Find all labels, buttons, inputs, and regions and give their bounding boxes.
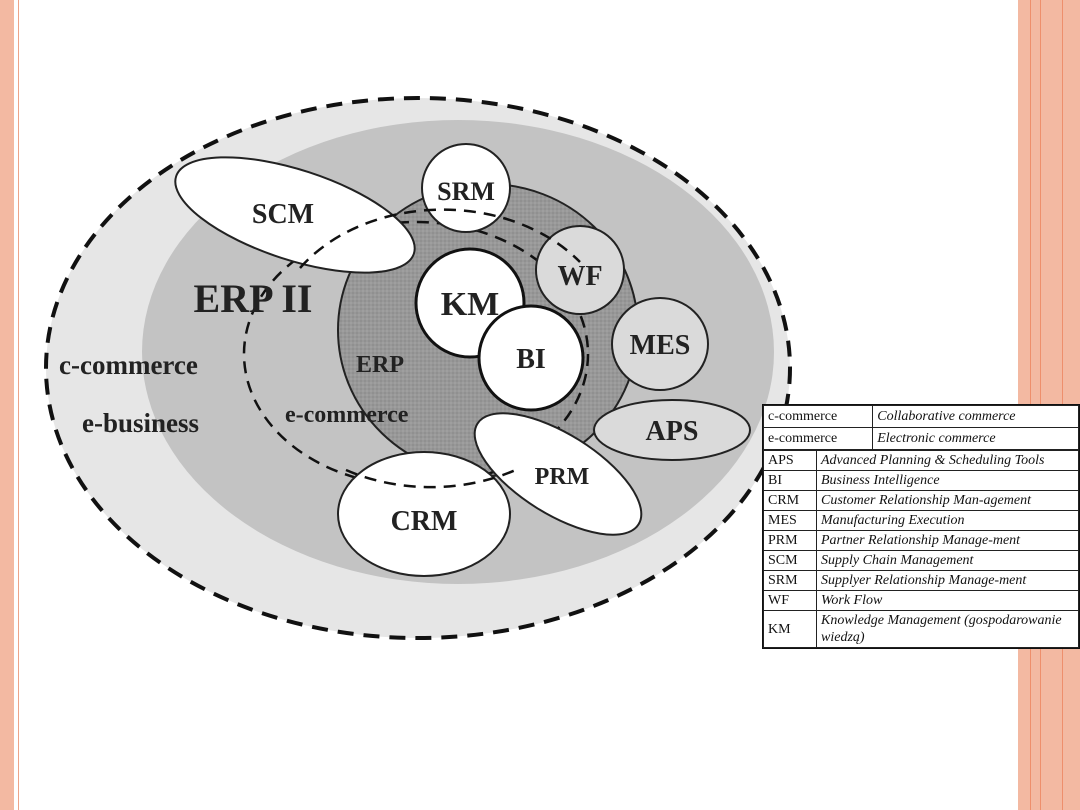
label-ecommerce: e-commerce — [285, 402, 409, 428]
legend-top-table: c-commerce Collaborative commerce e-comm… — [762, 405, 1079, 450]
legend-definition: Supplyer Relationship Manage-ment — [816, 570, 1079, 591]
legend-abbr: e-commerce — [762, 427, 874, 450]
label-ccommerce: c-commerce — [59, 350, 198, 380]
label-bi: BI — [516, 344, 546, 375]
aps-ellipse — [593, 399, 751, 461]
label-aps: APS — [646, 416, 699, 447]
legend-abbr: CRM — [763, 490, 817, 511]
label-srm: SRM — [437, 177, 495, 206]
wf-circle — [535, 225, 625, 315]
ecommerce-overlay-path — [299, 208, 581, 269]
label-km: KM — [441, 286, 500, 323]
ecommerce-ellipse — [242, 220, 590, 488]
label-erp: ERP — [356, 352, 404, 378]
legend-abbr: c-commerce — [762, 405, 874, 428]
left-accent-bar — [0, 0, 14, 810]
ecommerce-overlay-path — [345, 466, 521, 489]
table-row: e-commerce Electronic commerce — [762, 427, 1079, 450]
legend-definition: Supply Chain Management — [816, 550, 1079, 571]
legend-abbr: PRM — [763, 530, 817, 551]
legend-definition: Business Intelligence — [816, 470, 1079, 491]
label-mes: MES — [630, 330, 691, 361]
legend-table: c-commerce Collaborative commerce e-comm… — [762, 404, 1080, 649]
label-wf: WF — [557, 261, 602, 292]
table-row: WF Work Flow — [763, 590, 1079, 611]
table-row: PRM Partner Relationship Manage-ment — [763, 530, 1079, 551]
srm-circle — [421, 143, 511, 233]
legend-abbr: BI — [763, 470, 817, 491]
bi-circle — [477, 304, 585, 412]
legend-definition: Customer Relationship Man-agement — [816, 490, 1079, 511]
legend-abbr: KM — [763, 610, 817, 648]
label-scm: SCM — [252, 199, 314, 230]
table-row: APS Advanced Planning & Scheduling Tools — [763, 450, 1079, 471]
table-row: KM Knowledge Management (gospodarowanie … — [763, 610, 1079, 648]
scm-ellipse — [174, 156, 416, 274]
table-row: BI Business Intelligence — [763, 470, 1079, 491]
label-crm: CRM — [391, 506, 458, 537]
legend-abbr: WF — [763, 590, 817, 611]
label-ebusiness: e-business — [82, 408, 199, 438]
table-row: CRM Customer Relationship Man-agement — [763, 490, 1079, 511]
legend-definition: Knowledge Management (gospodarowanie wie… — [816, 610, 1079, 648]
legend-abbr: SCM — [763, 550, 817, 571]
legend-definition: Work Flow — [816, 590, 1079, 611]
label-prm: PRM — [535, 464, 590, 490]
legend-definition: Electronic commerce — [872, 427, 1079, 450]
legend-abbr: MES — [763, 510, 817, 531]
legend-abbr: APS — [763, 450, 817, 471]
legend-abbr: SRM — [763, 570, 817, 591]
label-erp2: ERP II — [194, 276, 313, 321]
table-row: SCM Supply Chain Management — [763, 550, 1079, 571]
left-accent-line — [18, 0, 19, 810]
table-row: SRM Supplyer Relationship Manage-ment — [763, 570, 1079, 591]
table-row: c-commerce Collaborative commerce — [762, 405, 1079, 428]
legend-definition: Manufacturing Execution — [816, 510, 1079, 531]
legend-main-table: APS Advanced Planning & Scheduling Tools… — [763, 450, 1079, 648]
mes-circle — [611, 297, 709, 391]
prm-ellipse — [473, 412, 643, 536]
table-row: MES Manufacturing Execution — [763, 510, 1079, 531]
legend-definition: Collaborative commerce — [872, 405, 1079, 428]
legend-definition: Advanced Planning & Scheduling Tools — [816, 450, 1079, 471]
legend-definition: Partner Relationship Manage-ment — [816, 530, 1079, 551]
